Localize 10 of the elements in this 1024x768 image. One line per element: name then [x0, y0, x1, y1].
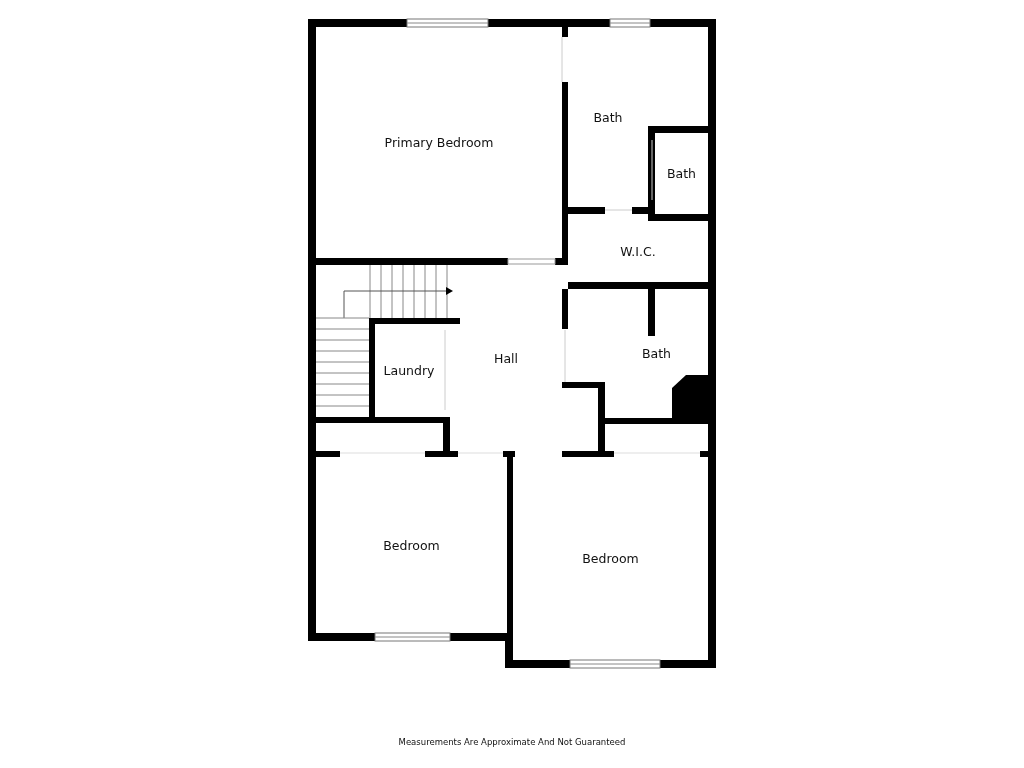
room-name: Bath — [641, 346, 672, 361]
room-name: Hall — [494, 350, 518, 366]
room-name: Bedroom — [383, 537, 440, 553]
room-name: Bath — [666, 166, 697, 181]
room-name: W.I.C. — [620, 244, 656, 259]
room-name: Bath — [593, 109, 623, 125]
room-name: Primary Bedroom — [384, 135, 494, 150]
disclaimer-note: Measurements Are Approximate And Not Guaranteed — [398, 737, 626, 747]
room-name: Laundry — [383, 363, 435, 378]
room-name: Bedroom — [582, 551, 639, 566]
